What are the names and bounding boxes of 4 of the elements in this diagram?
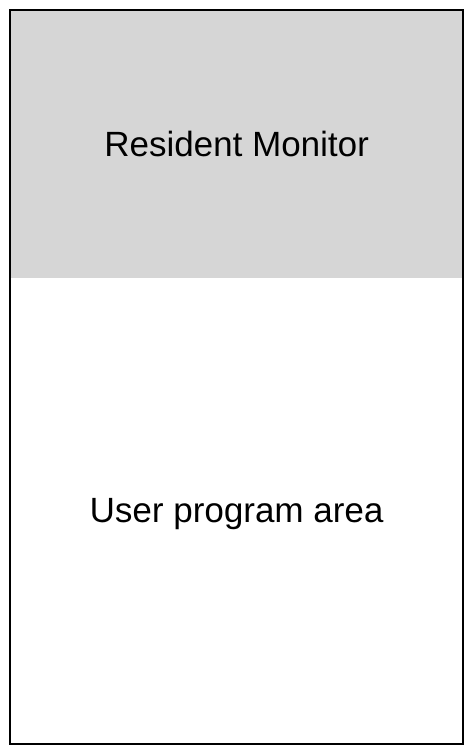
region-label: User program area <box>90 490 384 530</box>
memory-region <box>9 9 464 280</box>
region-label: Resident Monitor <box>104 124 369 164</box>
memory-region <box>9 278 464 745</box>
